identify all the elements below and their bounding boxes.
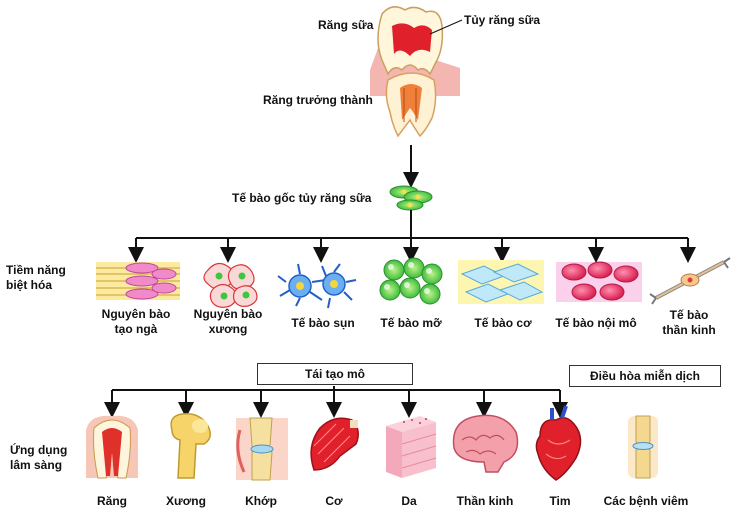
brain-icon: [452, 414, 519, 473]
immune-modulation-box: Điều hòa miễn dịch: [569, 365, 721, 387]
cell-label-osteoblast: Nguyên bào xương: [193, 307, 263, 336]
stem-cell-label: Tế bào gốc tủy răng sữa: [232, 191, 372, 205]
neuron-icon: [649, 257, 731, 305]
chondrocyte-icon: [277, 263, 357, 309]
cell-label-muscle-cell: Tế bào cơ: [474, 316, 532, 330]
osteoblast-icon: [203, 262, 258, 308]
stem-cell-icon: [389, 185, 433, 211]
muscle-cell-icon: [458, 260, 544, 304]
heart-icon: [535, 405, 582, 481]
muscle-icon: [310, 417, 359, 471]
primary-and-adult-tooth-icon: [370, 6, 463, 138]
cell-label-neuron: Tế bào thần kinh: [662, 308, 716, 337]
tooth-icon: [86, 415, 138, 479]
skin-icon: [386, 416, 437, 478]
clinical-branches: [104, 386, 568, 418]
differentiation-branches: [128, 210, 696, 263]
inflamed-joint-icon: [628, 415, 658, 479]
clinical-label-inflammatory-diseases: Các bệnh viêm: [603, 494, 689, 508]
clinical-label-tooth: Răng: [97, 494, 127, 508]
primary-pulp-label: Tủy răng sữa: [464, 13, 541, 27]
endothelial-cell-icon: [556, 261, 642, 302]
cell-label-adipocyte: Tế bào mỡ: [380, 316, 442, 330]
adult-tooth-label: Răng trưởng thành: [263, 93, 373, 107]
clinical-label-muscle: Cơ: [325, 494, 343, 508]
knee-joint-icon: [236, 417, 288, 481]
clinical-label-heart: Tim: [549, 494, 571, 508]
bone-icon: [170, 413, 211, 479]
adipocyte-icon: [379, 257, 443, 305]
cell-label-odontoblast: Nguyên bào tạo ngà: [101, 307, 171, 336]
clinical-row-label: Ứng dụng lâm sàng: [10, 443, 68, 472]
differentiation-row-label: Tiềm năng biệt hóa: [6, 263, 66, 292]
cell-label-chondrocyte: Tế bào sụn: [291, 316, 355, 330]
clinical-label-nerve: Thần kinh: [456, 494, 514, 508]
clinical-label-skin: Da: [401, 494, 417, 508]
primary-tooth-label: Răng sữa: [318, 18, 374, 32]
cell-label-endothelial: Tế bào nội mô: [555, 316, 637, 330]
clinical-label-joint: Khớp: [245, 494, 277, 508]
regeneration-box: Tái tạo mô: [257, 363, 413, 385]
odontoblast-icon: [96, 262, 180, 300]
clinical-label-bone: Xương: [166, 494, 206, 508]
